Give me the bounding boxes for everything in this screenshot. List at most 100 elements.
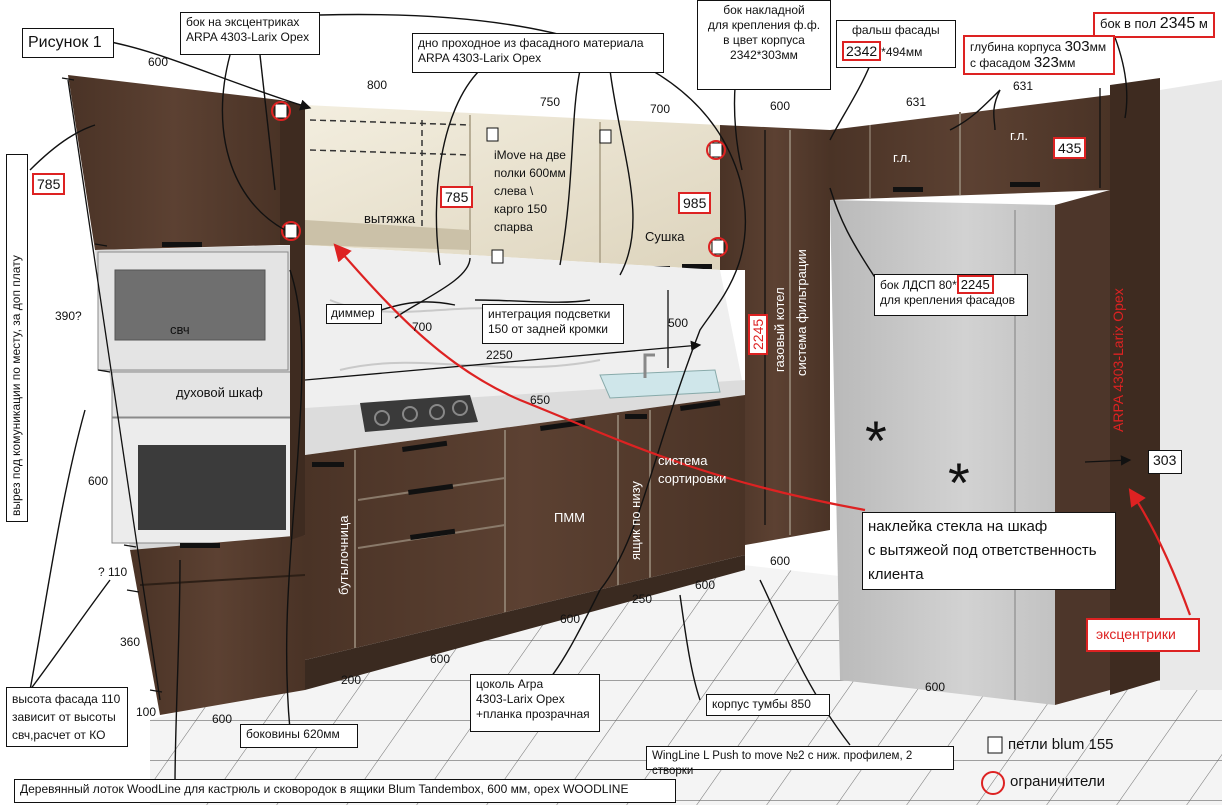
red-value-985: 985 [678, 192, 712, 214]
left-upper-cabinet [68, 75, 280, 250]
callout-facade-height: высота фасада 110 зависит от высоты свч,… [6, 687, 128, 747]
depth-line2: с фасадом [970, 56, 1031, 70]
dim-600-left: 600 [88, 474, 109, 488]
dryer-label: Сушка [645, 229, 685, 244]
dim-600-right: 600 [770, 99, 791, 113]
callout-ldsp-side: бок ЛДСП 80*2245 для крепления фасадов [874, 274, 1028, 316]
value-303-right: 303 [1148, 450, 1182, 474]
vertical-2245-value: 2245 [748, 313, 768, 355]
dim-700-mid: 700 [412, 320, 433, 334]
sorting-line: сортировки [658, 471, 727, 486]
callout-bottom-facade: дно проходное из фасадного материала ARP… [412, 33, 664, 73]
dim-600-floor6: 600 [925, 680, 946, 694]
callout-line: ARPA 4303-Larix Opex [186, 30, 310, 44]
sink [599, 369, 721, 399]
dim-600-floor3: 600 [560, 612, 581, 626]
callout-backlight: интеграция подсветки 150 от задней кромк… [482, 304, 624, 344]
oven-window [138, 445, 286, 530]
dim-200: 200 [341, 673, 362, 687]
callout-line: бок накладной [723, 3, 805, 17]
dim-600-floor2: 600 [430, 652, 451, 666]
upper-left-label: г.л. [893, 150, 911, 165]
left-lower-cabinet [130, 535, 305, 715]
depth-val2: 323 [1033, 54, 1059, 71]
dishwasher-label: ПММ [554, 510, 586, 525]
imove-line: слева \ [494, 184, 534, 198]
depth-val1: 303 [1064, 38, 1090, 55]
legend-limiters: ограничители [1010, 773, 1106, 790]
dim-700-top: 700 [650, 102, 671, 116]
right-wall [1160, 80, 1222, 690]
callout-side-eccentric: бок на эксцентриках ARPA 4303-Larix Opex [180, 12, 320, 55]
callout-line: свч,расчет от КО [12, 728, 106, 742]
hood-label: вытяжка [364, 211, 416, 226]
dim-600-top: 600 [148, 55, 169, 69]
callout-wingline: WingLine L Push to move №2 с ниж. профил… [646, 746, 954, 777]
floor-side-label: бок в пол [1100, 16, 1157, 31]
dim-600-floor1: 600 [212, 712, 233, 726]
false-facade-rest: *494мм [881, 45, 923, 59]
imove-line: iMove на две [494, 148, 566, 162]
callout-line: 4303-Larix Opex [476, 692, 565, 706]
legend-hinges: петли blum 155 [1008, 736, 1114, 753]
dim-110: ? 110 [98, 565, 128, 579]
imove-line: полки 600мм [494, 166, 566, 180]
dim-600-floor4: 600 [695, 578, 716, 592]
false-facade-value: 2342 [842, 41, 882, 61]
callout-line: дно проходное из фасадного материала [418, 36, 644, 50]
dim-650: 650 [530, 393, 551, 407]
upper-right-cabinets [830, 95, 1110, 200]
callout-floor-side: бок в пол 2345 м [1093, 12, 1215, 38]
imove-line: спарва [494, 220, 533, 234]
callout-side-panels: боковины 620мм [240, 724, 358, 748]
dim-600-floor5: 600 [770, 554, 791, 568]
callout-line: наклейка стекла на шкаф [868, 518, 1048, 535]
dim-250: 250 [632, 592, 653, 606]
callout-cabinet-body: корпус тумбы 850 [706, 694, 830, 716]
depth-line1: глубина корпуса [970, 40, 1062, 54]
callout-line: в цвет корпуса [723, 33, 805, 47]
callout-line: фальш фасады [852, 23, 940, 37]
callout-line: зависит от высоты [12, 710, 116, 724]
red-value-785-mid: 785 [440, 186, 474, 208]
gas-hob [360, 395, 478, 432]
callout-line: интеграция подсветки [488, 307, 611, 321]
lower-cabinets [305, 395, 745, 660]
oven-panel [111, 371, 303, 418]
dim-750: 750 [540, 95, 561, 109]
countertop [305, 380, 745, 455]
callout-dimmer: диммер [326, 304, 382, 324]
dim-2250: 2250 [486, 348, 513, 362]
callout-cutout-vertical: вырез под комуникации по месту, за доп п… [6, 154, 28, 522]
callout-line: +планка прозрачная [476, 707, 590, 721]
callout-line: 150 от задней кромки [488, 322, 608, 336]
callout-line: клиента [868, 566, 924, 583]
callout-line: с вытяжеой под ответственность [868, 542, 1097, 559]
dim-390: 390? [55, 309, 82, 323]
callout-line: для крепления фасадов [880, 293, 1016, 307]
sorting-line: система [658, 453, 708, 468]
oven-label: духовой шкаф [176, 385, 263, 400]
filter-label: система фильтрации [794, 249, 809, 376]
callout-eccentrics: эксцентрики [1086, 618, 1200, 652]
dim-800: 800 [367, 78, 388, 92]
callout-false-facade: фальш фасады 2342*494мм [836, 20, 956, 68]
gas-boiler-label: газовый котел [772, 287, 787, 372]
callout-woodline: Деревянный лоток WoodLine для кастрюль и… [14, 779, 676, 803]
ldsp-side-value: 2245 [956, 275, 994, 294]
imove-note: iMove на две полки 600мм слева \ карго 1… [494, 146, 566, 236]
figure-title: Рисунок 1 [22, 28, 114, 58]
imove-line: карго 150 [494, 202, 548, 216]
callout-depth: глубина корпуса 303мм с фасадом 323мм [963, 35, 1115, 75]
callout-line: цоколь Arpa [476, 677, 544, 691]
floor-side-value: 2345 [1159, 15, 1196, 32]
callout-line: бок на эксцентриках [186, 15, 300, 29]
microwave-window [114, 269, 266, 341]
callout-line: высота фасада 110 [12, 692, 121, 706]
microwave-label: свч [170, 322, 190, 337]
depth-unit2: мм [1058, 56, 1076, 70]
red-value-435: 435 [1053, 137, 1087, 159]
dim-100: 100 [136, 705, 157, 719]
